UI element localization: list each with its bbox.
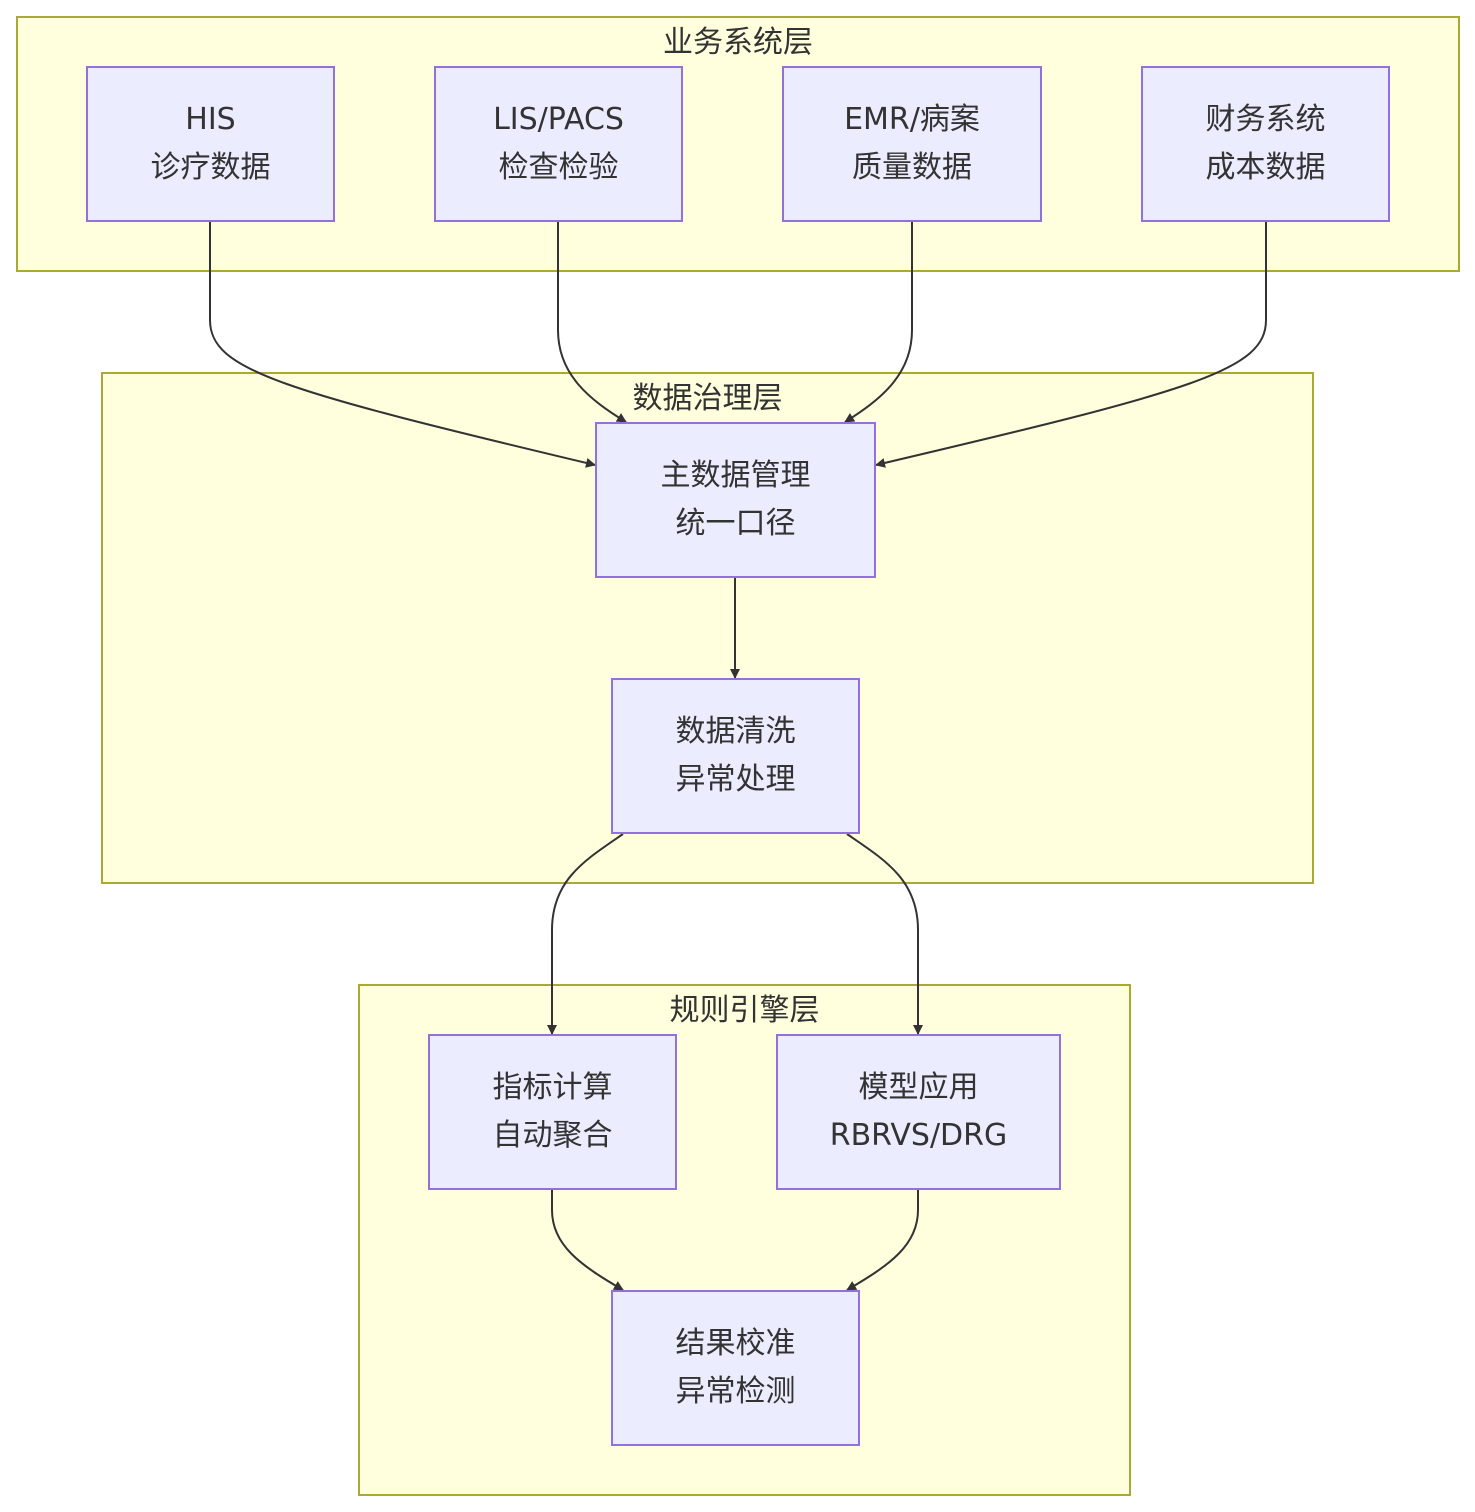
node-metric-calc: 指标计算 自动聚合 — [428, 1034, 677, 1190]
node-emr-line1: EMR/病案 — [844, 102, 980, 137]
node-metric-calc-line2: 自动聚合 — [492, 1118, 613, 1153]
node-data-cleaning-line2: 异常处理 — [675, 762, 796, 797]
node-lis-pacs: LIS/PACS 检查检验 — [434, 66, 683, 222]
node-master-data-line2: 统一口径 — [675, 506, 796, 541]
node-emr: EMR/病案 质量数据 — [782, 66, 1042, 222]
node-lis-pacs-line1: LIS/PACS — [493, 102, 624, 137]
layer-rules-title: 规则引擎层 — [669, 993, 820, 1028]
node-his: HIS 诊疗数据 — [86, 66, 335, 222]
node-data-cleaning: 数据清洗 异常处理 — [611, 678, 860, 834]
node-his-line1: HIS — [185, 102, 236, 137]
node-result-calibration-line2: 异常检测 — [675, 1374, 796, 1409]
node-result-calibration: 结果校准 异常检测 — [611, 1290, 860, 1446]
node-model-apply-line1: 模型应用 — [858, 1070, 979, 1105]
node-finance-line1: 财务系统 — [1205, 102, 1326, 137]
node-master-data-line1: 主数据管理 — [660, 458, 811, 493]
node-result-calibration-line1: 结果校准 — [675, 1326, 796, 1361]
node-his-line2: 诊疗数据 — [150, 150, 271, 185]
node-model-apply-line2: RBRVS/DRG — [829, 1118, 1008, 1153]
layer-governance-title: 数据治理层 — [632, 381, 783, 416]
node-data-cleaning-line1: 数据清洗 — [675, 714, 796, 749]
node-metric-calc-line1: 指标计算 — [492, 1070, 613, 1105]
node-emr-line2: 质量数据 — [852, 150, 972, 185]
node-finance: 财务系统 成本数据 — [1141, 66, 1390, 222]
layer-business-title: 业务系统层 — [663, 25, 813, 60]
node-master-data: 主数据管理 统一口径 — [595, 422, 876, 578]
node-finance-line2: 成本数据 — [1205, 150, 1326, 185]
node-model-apply: 模型应用 RBRVS/DRG — [776, 1034, 1061, 1190]
node-lis-pacs-line2: 检查检验 — [498, 150, 619, 185]
